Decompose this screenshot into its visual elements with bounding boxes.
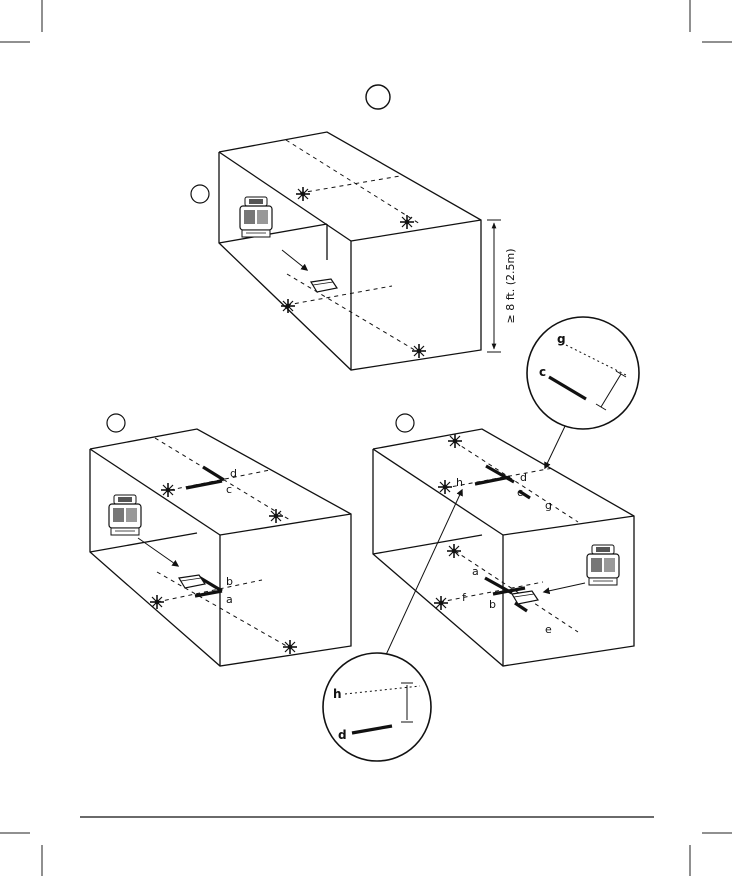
label-g: g (545, 499, 552, 512)
laser-level-icon (240, 197, 272, 237)
callout-label-h: h (333, 687, 342, 701)
label-d: d (230, 467, 237, 480)
magnifier-callout-h-d: h d (323, 490, 462, 761)
laser-cross-icon (161, 483, 175, 497)
height-note: ≥ 8 ft. (2.5m) (504, 249, 517, 324)
laser-cross-icon (448, 434, 462, 448)
room-3: h d c g a f b e (373, 414, 634, 666)
laser-cross-icon (400, 215, 414, 229)
label-h: h (456, 476, 463, 489)
step-circle-3 (396, 414, 414, 432)
callout-label-c: c (539, 365, 546, 379)
step-circle-main (366, 85, 390, 109)
step-circle-2 (107, 414, 125, 432)
laser-level-icon (587, 545, 619, 585)
callout-label-g: g (557, 332, 566, 346)
laser-cross-icon (296, 187, 310, 201)
laser-cross-icon (434, 596, 448, 610)
laser-cross-icon (438, 480, 452, 494)
callout-label-d: d (338, 728, 347, 742)
laser-cross-icon (447, 544, 461, 558)
room-1: ≥ 8 ft. (2.5m) (191, 132, 517, 370)
label-e: e (545, 623, 552, 636)
room-2: d c b a (90, 414, 351, 666)
label-f: f (462, 591, 467, 604)
label-c: c (226, 483, 232, 496)
label-c: c (517, 486, 523, 499)
laser-cross-icon (281, 299, 295, 313)
step-circle-1 (191, 185, 209, 203)
label-b: b (489, 598, 496, 611)
label-a: a (226, 593, 233, 606)
laser-level-icon (109, 495, 141, 535)
magnifier-callout-g-c: g c (527, 317, 639, 468)
laser-cross-icon (283, 640, 297, 654)
laser-cross-icon (412, 344, 426, 358)
laser-cross-icon (150, 595, 164, 609)
label-d: d (520, 471, 527, 484)
label-a: a (472, 565, 479, 578)
label-b: b (226, 575, 233, 588)
laser-cross-icon (269, 509, 283, 523)
